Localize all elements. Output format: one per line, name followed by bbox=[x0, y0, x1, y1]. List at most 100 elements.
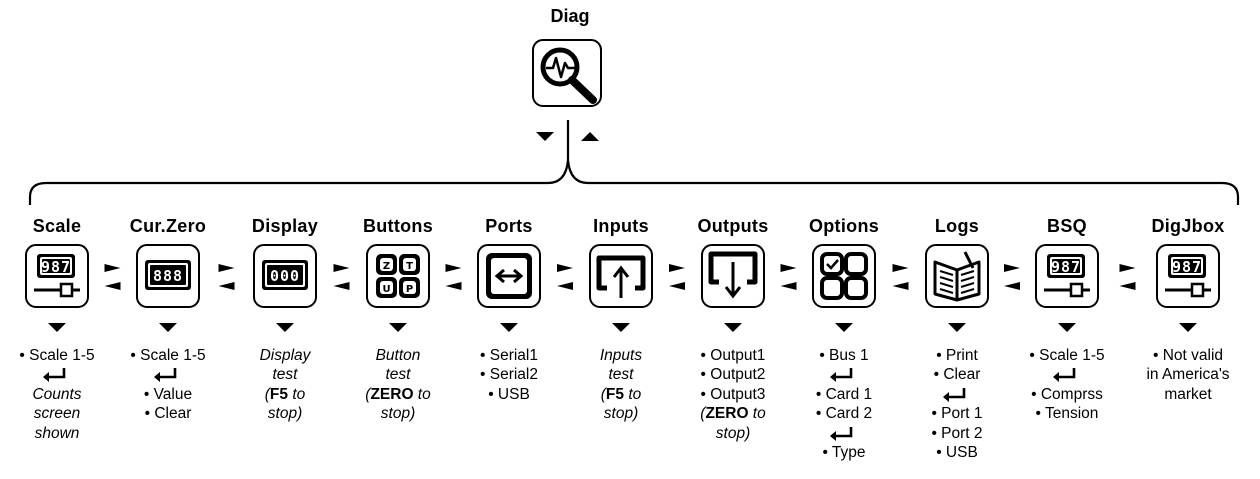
column-title-options: Options bbox=[808, 216, 880, 236]
open-book-log-icon[interactable] bbox=[925, 244, 989, 308]
svg-text:987: 987 bbox=[1051, 258, 1081, 276]
description-line: in America's bbox=[1146, 366, 1230, 384]
description-line: • Tension bbox=[1035, 405, 1099, 423]
down-arrow-icon bbox=[159, 323, 177, 332]
column-title-logs: Logs bbox=[934, 216, 980, 236]
column-title-inputs: Inputs bbox=[593, 216, 649, 236]
display-000-icon[interactable]: 000 bbox=[253, 244, 317, 308]
down-arrow-icon bbox=[1179, 323, 1197, 332]
description-line: • Scale 1-5 bbox=[1029, 347, 1105, 364]
description-line: • USB bbox=[488, 385, 530, 403]
column-title-display: Display bbox=[251, 216, 319, 236]
description-line: • Scale 1-5 bbox=[19, 347, 95, 364]
root-title: Diag bbox=[550, 6, 590, 26]
column-description: • Bus 1• Card 1• Card 2• Type bbox=[784, 346, 904, 462]
description-line: (ZERO to bbox=[700, 405, 766, 423]
left-right-nav-icon bbox=[892, 264, 909, 290]
display-888-icon[interactable]: 888 bbox=[136, 244, 200, 308]
description-line: • Bus 1 bbox=[819, 347, 869, 364]
zero-tare-up-print-buttons-icon[interactable]: Z T U P bbox=[366, 244, 430, 308]
description-line: • Not valid bbox=[1152, 347, 1224, 364]
column-title-buttons: Buttons bbox=[362, 216, 434, 236]
description-line: Inputs bbox=[599, 347, 643, 364]
description-line: test bbox=[608, 366, 634, 384]
down-arrow-icon bbox=[1058, 323, 1076, 332]
description-line: Display bbox=[259, 347, 311, 364]
column-description: • Print• Clear• Port 1• Port 2• USB bbox=[897, 346, 1017, 462]
column-description: Button test(ZERO to stop) bbox=[338, 346, 458, 424]
svg-text:987: 987 bbox=[1172, 258, 1202, 276]
left-right-nav-icon bbox=[669, 264, 685, 290]
svg-text:U: U bbox=[382, 284, 390, 295]
options-grid-icon[interactable] bbox=[812, 244, 876, 308]
description-line: stop) bbox=[603, 405, 639, 423]
down-arrow-icon bbox=[500, 323, 518, 332]
column-title-outputs: Outputs bbox=[697, 216, 769, 236]
enter-key-icon bbox=[154, 368, 177, 383]
description-line: • Type bbox=[822, 444, 866, 461]
svg-text:P: P bbox=[406, 284, 413, 295]
description-line: (F5 to bbox=[264, 385, 306, 403]
description-line: • Value bbox=[143, 385, 193, 403]
scale-display-slider-icon[interactable]: 987 bbox=[25, 244, 89, 308]
left-right-nav-icon bbox=[780, 264, 797, 290]
left-right-nav-icon bbox=[333, 264, 350, 290]
description-line: Button bbox=[375, 347, 421, 364]
description-line: • Print bbox=[936, 347, 978, 364]
column-title-curzero: Cur.Zero bbox=[129, 216, 207, 236]
description-line: stop) bbox=[715, 424, 751, 442]
input-arrow-up-icon[interactable] bbox=[589, 244, 653, 308]
down-arrow-icon bbox=[724, 323, 742, 332]
scale-display-slider-icon[interactable]: 987 bbox=[1156, 244, 1220, 308]
down-arrow-icon bbox=[48, 323, 66, 332]
svg-text:888: 888 bbox=[153, 267, 183, 285]
diag-magnifier-icon[interactable] bbox=[532, 39, 602, 107]
svg-text:Z: Z bbox=[383, 261, 390, 272]
column-title-bsq: BSQ bbox=[1047, 216, 1087, 236]
description-line: (ZERO to bbox=[365, 385, 431, 403]
description-line: • Card 2 bbox=[815, 405, 873, 423]
column-title-ports: Ports bbox=[485, 216, 533, 236]
description-line: screen bbox=[33, 405, 81, 423]
column-title-scale: Scale bbox=[32, 216, 82, 236]
column-description: • Scale 1-5• Value• Clear bbox=[108, 346, 228, 424]
description-line: (F5 to bbox=[600, 385, 642, 403]
down-arrow-icon bbox=[389, 323, 407, 332]
left-right-nav-icon bbox=[1119, 264, 1136, 290]
description-line: • Comprss bbox=[1031, 385, 1103, 403]
column-title-digjbox: DigJbox bbox=[1151, 216, 1225, 236]
down-arrow-icon bbox=[835, 323, 853, 332]
description-line: • Clear bbox=[933, 366, 981, 384]
left-right-nav-icon bbox=[104, 264, 121, 290]
left-right-nav-icon bbox=[1004, 264, 1020, 290]
description-line: stop) bbox=[380, 405, 416, 423]
description-line: • Serial2 bbox=[480, 366, 538, 384]
svg-text:000: 000 bbox=[270, 267, 300, 285]
description-line: • Scale 1-5 bbox=[130, 347, 206, 364]
description-line: • Output3 bbox=[700, 385, 766, 403]
down-arrow-icon bbox=[612, 323, 630, 332]
description-line: • USB bbox=[936, 444, 978, 462]
description-line: • Serial1 bbox=[480, 347, 538, 364]
left-right-nav-icon bbox=[218, 264, 235, 290]
svg-text:T: T bbox=[406, 261, 413, 272]
scale-display-slider-icon[interactable]: 987 bbox=[1035, 244, 1099, 308]
description-line: • Output1 bbox=[700, 347, 766, 364]
description-line: shown bbox=[34, 424, 80, 442]
description-line: Counts bbox=[32, 385, 82, 403]
description-line: test bbox=[385, 366, 411, 384]
column-description: Inputs test(F5 to stop) bbox=[561, 346, 681, 424]
enter-key-icon bbox=[830, 426, 853, 441]
description-line: market bbox=[1164, 385, 1212, 403]
enter-key-icon bbox=[1053, 368, 1076, 383]
description-line: • Port 1 bbox=[931, 405, 983, 423]
description-line: stop) bbox=[267, 405, 303, 423]
output-arrow-down-icon[interactable] bbox=[701, 244, 765, 308]
navigate-arrows-icon bbox=[536, 132, 599, 141]
enter-key-icon bbox=[830, 368, 853, 383]
bidirectional-arrow-icon[interactable] bbox=[477, 244, 541, 308]
